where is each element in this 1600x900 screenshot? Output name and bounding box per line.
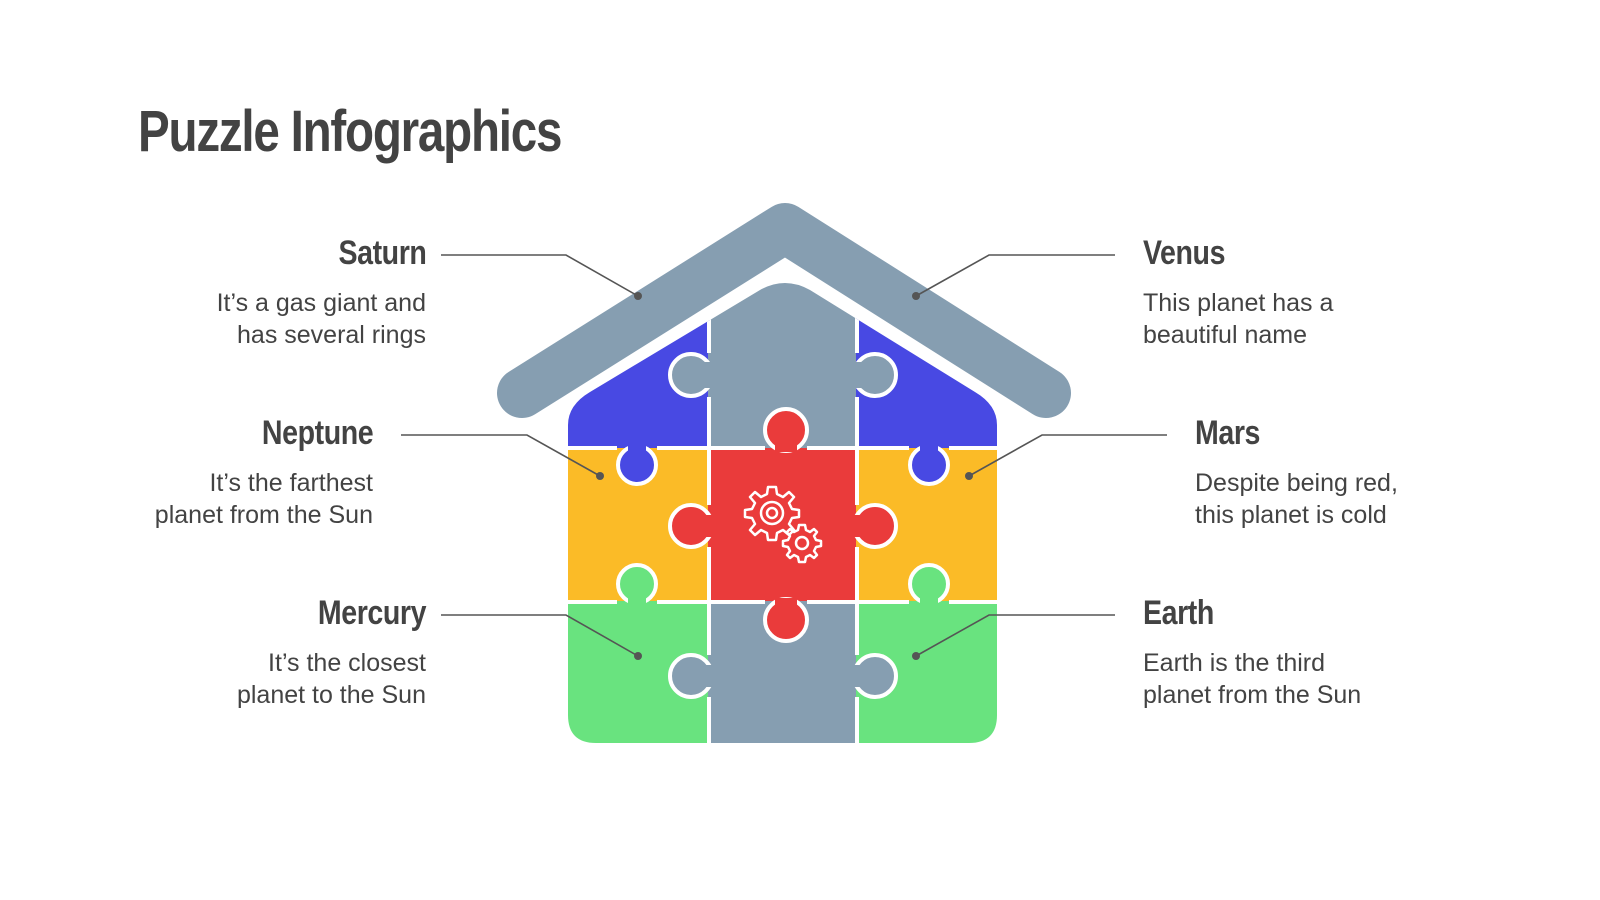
connector-dot-mars [965, 472, 973, 480]
label-title: Earth [1143, 594, 1214, 632]
label-description: It’s the closest planet to the Sun [237, 647, 426, 711]
roof [497, 203, 1071, 418]
connector-dot-saturn [634, 292, 642, 300]
connector-neptune [401, 434, 601, 477]
desc-line: beautiful name [1143, 321, 1308, 349]
connector-saturn [441, 254, 639, 297]
connector-earth [915, 614, 1115, 657]
label-title: Neptune [261, 414, 374, 452]
piece-red-center [708, 448, 858, 603]
gears-icon [743, 485, 823, 564]
desc-line: It’s the farthest [209, 469, 373, 497]
connector-dot-earth [912, 652, 920, 660]
page-title: Puzzle Infographics [138, 99, 562, 164]
connector-dot-neptune [596, 472, 604, 480]
connector-venus [915, 254, 1115, 297]
desc-line: this planet is cold [1195, 501, 1387, 529]
label-neptune: Neptune It’s the farthest planet from th… [155, 414, 374, 531]
label-title: Mercury [317, 594, 427, 632]
desc-line: Earth is the third [1143, 649, 1326, 677]
desc-line: planet from the Sun [1143, 681, 1362, 709]
label-description: Despite being red, this planet is cold [1195, 467, 1398, 531]
label-description: Earth is the third planet from the Sun [1143, 647, 1361, 711]
label-venus: Venus This planet has a beautiful name [1143, 234, 1333, 351]
label-description: It’s a gas giant and has several rings [217, 287, 426, 351]
connector-mars [968, 434, 1167, 477]
desc-line: Despite being red, [1195, 469, 1398, 497]
label-description: This planet has a beautiful name [1143, 287, 1333, 351]
label-title: Mars [1195, 414, 1260, 452]
label-earth: Earth Earth is the third planet from the… [1143, 594, 1361, 711]
connector-dot-venus [912, 292, 920, 300]
label-description: It’s the farthest planet from the Sun [155, 467, 373, 531]
label-saturn: Saturn It’s a gas giant and has several … [217, 234, 427, 351]
label-title: Venus [1143, 234, 1226, 272]
desc-line: planet to the Sun [236, 681, 426, 709]
desc-line: planet from the Sun [154, 501, 373, 529]
connector-dot-mercury [634, 652, 642, 660]
connector-mercury [441, 614, 639, 657]
label-mars: Mars Despite being red, this planet is c… [1195, 414, 1398, 531]
desc-line: This planet has a [1143, 289, 1334, 317]
connectors [401, 254, 1167, 657]
label-mercury: Mercury It’s the closest planet to the S… [237, 594, 426, 711]
desc-line: It’s the closest [268, 649, 426, 677]
desc-line: It’s a gas giant and [216, 289, 426, 317]
label-title: Saturn [338, 234, 426, 272]
desc-line: has several rings [237, 321, 426, 349]
